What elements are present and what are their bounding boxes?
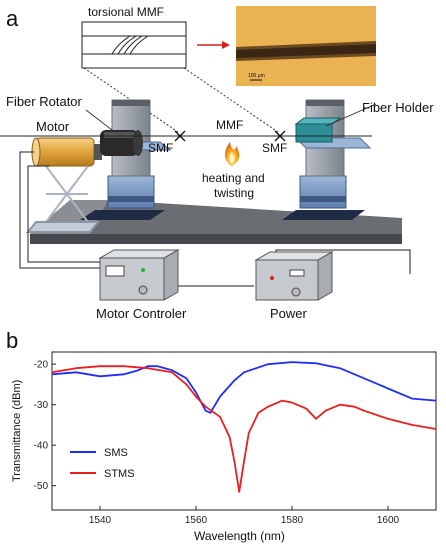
- motor-controller-box: [98, 249, 180, 301]
- chart-legend: SMS STMS: [70, 447, 135, 480]
- twisted-fiber-icon: [111, 35, 149, 55]
- panel-a-label: a: [6, 6, 19, 31]
- panel-b: b 1540 1560 1580 1600 -20 -30 -40 -50 SMS STMS W…: [6, 328, 437, 543]
- splice-mark-right-icon: [274, 130, 286, 142]
- motor-controller-label: Motor Controler: [96, 306, 187, 321]
- heating-label: heating and: [202, 171, 265, 185]
- panel-a: a torsional MMF 100 μm: [0, 5, 434, 321]
- power-box: [254, 251, 334, 301]
- chart-plot-area: 1540 1560 1580 1600 -20 -30 -40 -50 SMS STMS: [34, 351, 437, 526]
- power-label: Power: [270, 306, 308, 321]
- smf-right-label: SMF: [262, 141, 287, 155]
- fiber-micrograph: 100 μm: [236, 6, 376, 86]
- series-line-stms: [51, 365, 437, 493]
- legend-label-sms: SMS: [104, 447, 128, 459]
- torsional-mmf-inset: torsional MMF: [81, 5, 187, 69]
- x-tick-label: 1540: [89, 515, 112, 526]
- motor: [31, 137, 102, 167]
- y-tick-label: -50: [34, 481, 49, 492]
- micrograph-scalebar: 100 μm: [248, 73, 265, 79]
- fiber-holder-label: Fiber Holder: [362, 100, 434, 115]
- chart-frame: [51, 351, 437, 511]
- smf-left-label: SMF: [148, 141, 173, 155]
- y-tick-label: -20: [34, 360, 49, 371]
- flame-icon: [225, 142, 240, 166]
- chart-series: [51, 361, 437, 493]
- y-axis-label: Transmittance (dBm): [11, 380, 23, 482]
- y-tick-label: -40: [34, 441, 49, 452]
- fiber-rotator: [100, 130, 143, 156]
- motor-scissor-stand: [25, 165, 101, 233]
- twisting-label: twisting: [214, 186, 254, 200]
- x-tick-label: 1580: [281, 515, 304, 526]
- y-tick-label: -30: [34, 400, 49, 411]
- mmf-label: MMF: [216, 118, 243, 132]
- x-axis-label: Wavelength (nm): [194, 529, 285, 543]
- label-leaders: [85, 103, 377, 131]
- series-line-sms: [51, 361, 437, 414]
- torsional-mmf-label: torsional MMF: [88, 5, 164, 19]
- splice-mark-left-icon: [174, 130, 186, 142]
- x-tick-label: 1560: [185, 515, 208, 526]
- fiber-rotator-label: Fiber Rotator: [6, 94, 83, 109]
- panel-b-label: b: [6, 328, 18, 353]
- fiber-holder: [294, 117, 342, 143]
- chart-ticks: 1540 1560 1580 1600 -20 -30 -40 -50: [34, 360, 400, 526]
- x-tick-label: 1600: [377, 515, 400, 526]
- motor-label: Motor: [36, 119, 70, 134]
- legend-label-stms: STMS: [104, 468, 135, 480]
- arrow-to-micrograph-icon: [197, 41, 230, 49]
